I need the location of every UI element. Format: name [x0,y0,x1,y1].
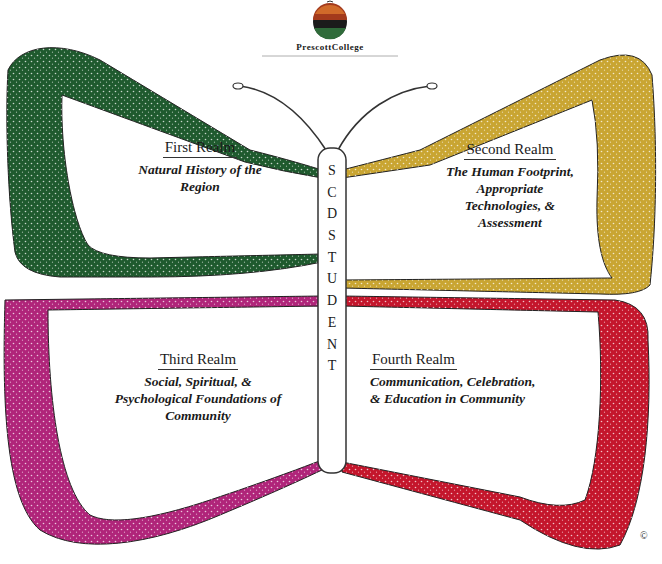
realm-description: Natural History of the Region [120,161,280,195]
wing-text-block: Third RealmSocial, Spiritual, & Psycholo… [108,350,288,428]
copyright-mark: © [640,530,648,541]
antenna [338,86,430,150]
yellow-wing [342,55,656,294]
butterfly-body [318,148,346,473]
realm-heading: Second Realm [464,140,555,160]
realm-heading: Fourth Realm [370,350,457,370]
magenta-wing [4,296,322,544]
realm-heading: Third Realm [158,350,238,370]
antenna [240,86,326,150]
college-logo [262,1,398,56]
realm-description: Communication, Celebration, & Education … [370,373,540,407]
vertical-label: SCD STUDENT [325,160,339,377]
body-text-column: SCD STUDENT [318,160,346,381]
wing-text-block: First RealmNatural History of the Region [100,138,300,199]
wing-text-block: Second RealmThe Human Footprint, Appropr… [425,140,595,235]
realm-description: The Human Footprint, Appropriate Technol… [440,163,580,231]
antenna-tip [427,83,437,89]
realm-heading: First Realm [163,138,237,158]
wing-text-block: Fourth RealmCommunication, Celebration, … [370,350,550,411]
antenna-tip [233,83,243,89]
realm-description: Social, Spiritual, & Psychological Found… [113,373,283,424]
college-name: PrescottCollege [296,42,363,52]
green-wing [7,48,322,277]
red-wing [342,296,649,549]
